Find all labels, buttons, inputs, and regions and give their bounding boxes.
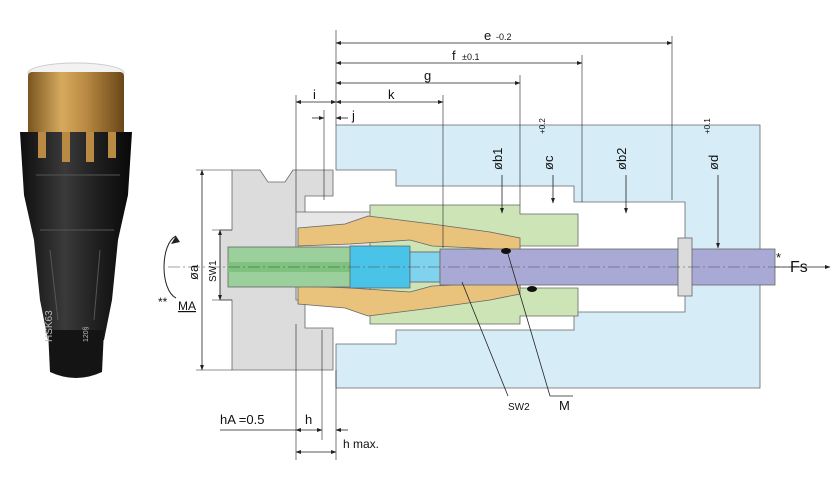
photo-body-grooves [36, 174, 120, 321]
photo-gold-ring [28, 72, 124, 137]
photo-engraving-model: HSK63 [44, 310, 55, 342]
set-screw-dot-top [501, 248, 511, 254]
torque-rotation-icon [163, 235, 177, 299]
label-e: e [484, 28, 491, 43]
label-e-tol: -0.2 [496, 32, 512, 42]
label-j: j [351, 108, 355, 123]
bottom-dimensions [220, 324, 348, 460]
label-sw1: SW1 [208, 260, 219, 282]
left-dimensions [196, 169, 232, 371]
photo-black-body [20, 132, 132, 340]
label-d: ød [706, 155, 721, 170]
label-i: i [313, 87, 316, 102]
label-fs-star: * [776, 250, 781, 265]
collet [297, 215, 521, 317]
top-dimensions [295, 30, 673, 248]
label-sw2: SW2 [508, 402, 530, 413]
set-screw-dot-bottom [527, 286, 537, 292]
label-fs: Fs [790, 259, 808, 276]
label-d-tol: +0.1 [703, 118, 712, 134]
photo-gold-slots [38, 132, 116, 162]
diameter-leaders [500, 175, 720, 249]
label-ma: MA [178, 299, 196, 313]
label-h: h [305, 412, 312, 427]
photo-nose [48, 330, 104, 378]
label-f: f [452, 48, 456, 63]
label-ha: hA =0.5 [220, 412, 264, 427]
label-ma-stars: ** [158, 295, 168, 309]
label-a: øa [186, 264, 201, 280]
label-g: g [424, 68, 431, 83]
product-photo: HSK63 120§ [20, 62, 132, 378]
label-f-tol: ±0.1 [462, 52, 479, 62]
label-k: k [388, 87, 395, 102]
bottom-leaders [461, 253, 573, 397]
label-c-tol: +0.2 [538, 118, 547, 134]
photo-engraving-code: 120§ [83, 326, 90, 342]
label-b1: øb1 [490, 148, 505, 170]
label-b2: øb2 [614, 148, 629, 170]
label-c: øc [541, 155, 556, 170]
label-hmax: h max. [343, 437, 379, 451]
torque-arrow-head-icon [171, 236, 180, 244]
label-m: M [559, 398, 570, 413]
